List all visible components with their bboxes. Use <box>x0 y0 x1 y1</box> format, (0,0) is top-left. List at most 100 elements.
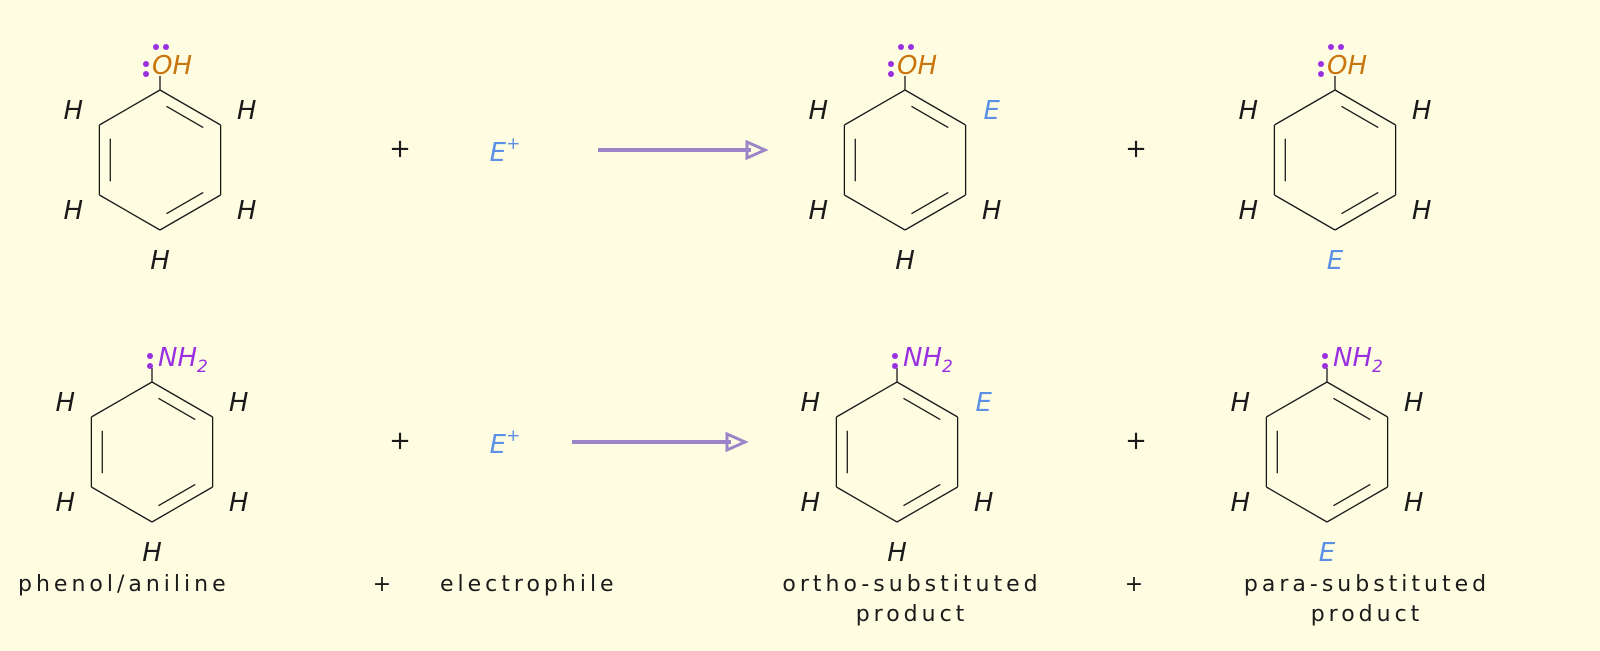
hydrogen-label: H <box>142 538 162 568</box>
double-bond <box>911 191 949 215</box>
double-bond <box>166 105 204 129</box>
hydrogen-label: H <box>237 96 257 126</box>
double-bond <box>1341 105 1379 129</box>
double-bond <box>1341 191 1379 215</box>
caption-para-line1: para-substituted <box>1244 572 1490 597</box>
double-bond <box>1333 397 1371 421</box>
hydroxyl-group: OH <box>152 51 192 81</box>
plus-sign: + <box>389 426 411 456</box>
caption-plus-2: + <box>1125 572 1147 597</box>
reaction-arrow <box>598 139 769 161</box>
bond <box>1274 194 1336 231</box>
hydrogen-label: H <box>809 96 829 126</box>
lone-pair-dot <box>892 353 898 359</box>
caption-para-line2: product <box>1311 602 1424 627</box>
double-bond <box>1333 483 1371 507</box>
subscript-two: 2 <box>942 357 953 377</box>
mol-0-2-ring <box>1273 76 1397 231</box>
electrophile-label: E <box>975 388 992 418</box>
bond <box>896 381 958 418</box>
lone-pair-dot <box>147 353 153 359</box>
caption-ortho-line2: product <box>856 602 969 627</box>
electrophile-label: E <box>1319 538 1336 568</box>
lone-pair-dot <box>1322 363 1328 369</box>
hydrogen-label: H <box>801 388 821 418</box>
caption-reactant: phenol/aniline <box>18 572 230 597</box>
hydroxyl-group: OH <box>1327 51 1367 81</box>
hydrogen-label: H <box>1231 388 1251 418</box>
lone-pair-dot <box>888 71 894 77</box>
positive-charge: + <box>506 426 520 446</box>
lone-pair-dot <box>153 44 159 50</box>
hydrogen-label: H <box>1239 196 1259 226</box>
bond-layer <box>90 76 1397 523</box>
hydrogen-label: H <box>1239 96 1259 126</box>
hydrogen-label: H <box>56 488 76 518</box>
hydrogen-label: H <box>56 388 76 418</box>
bond <box>1266 486 1328 523</box>
bond <box>151 486 213 523</box>
hydrogen-label: H <box>229 388 249 418</box>
amino-group: NH2 <box>903 343 953 377</box>
bond <box>836 486 898 523</box>
mol-0-1-ring <box>843 76 967 231</box>
bond <box>904 89 966 126</box>
bond <box>844 194 906 231</box>
bond <box>1326 381 1388 418</box>
electrophile-label: E <box>1327 246 1344 276</box>
lone-pair-dot <box>143 71 149 77</box>
hydrogen-label: H <box>974 488 994 518</box>
electrophile-reagent: E+ <box>490 426 521 460</box>
bond <box>904 194 966 231</box>
bond <box>91 381 153 418</box>
hydrogen-label: H <box>229 488 249 518</box>
mol-1-2-ring <box>1265 368 1389 523</box>
electrophile-label: E <box>983 96 1000 126</box>
bond <box>159 89 221 126</box>
caption-ortho-line1: ortho-substituted <box>782 572 1041 597</box>
hydrogen-label: H <box>895 246 915 276</box>
hydrogen-label: H <box>982 196 1002 226</box>
bond <box>151 381 213 418</box>
lone-pair-dot <box>908 44 914 50</box>
mol-0-0-ring <box>98 76 222 231</box>
plus-sign: + <box>1125 426 1147 456</box>
lone-pair-dot <box>143 61 149 67</box>
hydrogen-label: H <box>1404 388 1424 418</box>
arrow-layer <box>572 139 769 453</box>
bond <box>99 89 161 126</box>
bond <box>1326 486 1388 523</box>
lone-pair-dot <box>1318 71 1324 77</box>
caption-plus-1: + <box>373 572 395 597</box>
bond <box>91 486 153 523</box>
electrophile-reagent: E+ <box>490 134 521 168</box>
hydrogen-label: H <box>1412 96 1432 126</box>
double-bond <box>166 191 204 215</box>
double-bond <box>911 105 949 129</box>
hydrogen-label: H <box>150 246 170 276</box>
bond <box>99 194 161 231</box>
bond <box>844 89 906 126</box>
lone-pair-dot <box>888 61 894 67</box>
mol-1-0-ring <box>90 368 214 523</box>
subscript-two: 2 <box>197 357 208 377</box>
hydrogen-label: H <box>64 96 84 126</box>
subscript-two: 2 <box>1372 357 1383 377</box>
plus-sign: + <box>389 134 411 164</box>
hydrogen-label: H <box>1231 488 1251 518</box>
mol-1-1-ring <box>835 368 959 523</box>
lone-pair-dot <box>147 363 153 369</box>
bond <box>1334 194 1396 231</box>
bond <box>1266 381 1328 418</box>
hydrogen-label: H <box>237 196 257 226</box>
amino-group: NH2 <box>1333 343 1383 377</box>
caption-electrophile: electrophile <box>440 572 618 597</box>
lone-pair-dot <box>898 44 904 50</box>
bond <box>1274 89 1336 126</box>
lone-pair-dot <box>1328 44 1334 50</box>
hydroxyl-group: OH <box>897 51 937 81</box>
positive-charge: + <box>506 134 520 154</box>
lone-pair-dot <box>892 363 898 369</box>
